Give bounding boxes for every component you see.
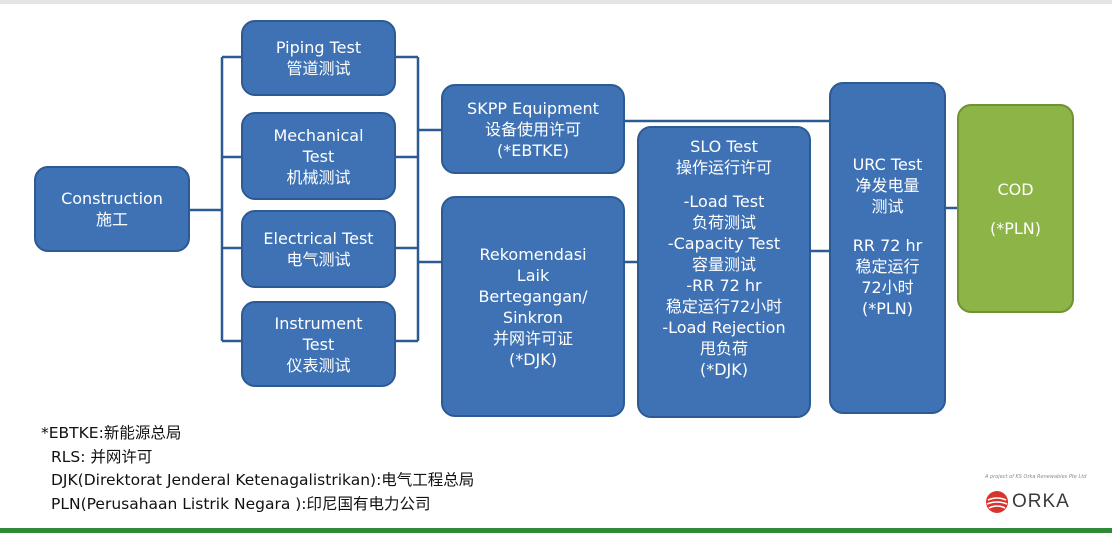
rekomendasi-line-2: Laik <box>516 265 550 285</box>
slo-item-load-test-zh: 负荷测试 <box>691 213 756 232</box>
urc-title-zh-2: 测试 <box>871 197 904 216</box>
brand-name: ORKA <box>1012 491 1070 512</box>
skpp-equipment-node: SKPP Equipment 设备使用许可 (*EBTKE) <box>441 84 625 174</box>
piping-test-label-zh: 管道测试 <box>286 59 351 78</box>
top-divider <box>0 0 1112 4</box>
cod-node: COD (*PLN) <box>957 104 1074 313</box>
footer-bar <box>0 528 1112 533</box>
rekomendasi-node: Rekomendasi Laik Bertegangan/ Sinkron 并网… <box>441 196 625 417</box>
orka-logo-icon <box>986 491 1008 513</box>
rekomendasi-label-zh: 并网许可证 <box>492 328 573 348</box>
rekomendasi-line-4: Sinkron <box>502 307 564 327</box>
legend-rls: RLS: 并网许可 <box>51 447 153 466</box>
instrument-test-label-2: Test <box>302 334 335 354</box>
skpp-label-zh: 设备使用许可 <box>484 119 581 139</box>
slo-test-node: SLO Test 操作运行许可 -Load Test 负荷测试 -Capacit… <box>637 126 811 418</box>
cod-label: COD <box>997 179 1034 199</box>
slo-item-capacity-test: -Capacity Test <box>667 234 781 253</box>
instrument-test-label-zh: 仪表测试 <box>286 355 351 375</box>
cod-authority: (*PLN) <box>989 218 1041 238</box>
urc-item-rr72-zh-1: 稳定运行 <box>855 257 920 276</box>
construction-node: Construction 施工 <box>34 166 190 252</box>
mechanical-test-label-2: Test <box>302 146 335 166</box>
mechanical-test-label-1: Mechanical <box>273 125 364 145</box>
urc-item-rr72-zh-2: 72小时 <box>861 278 914 297</box>
slo-item-load-rejection: -Load Rejection <box>662 318 786 337</box>
instrument-test-node: Instrument Test 仪表测试 <box>241 301 396 387</box>
skpp-label-en: SKPP Equipment <box>467 98 599 118</box>
legend-djk: DJK(Direktorat Jenderal Ketenagalistrika… <box>51 471 475 489</box>
slo-item-capacity-test-zh: 容量测试 <box>691 255 756 274</box>
slo-item-load-rejection-zh: 甩负荷 <box>699 339 748 358</box>
urc-title: URC Test <box>852 155 923 174</box>
urc-title-zh-1: 净发电量 <box>855 176 920 195</box>
slo-authority: (*DJK) <box>699 360 748 379</box>
slo-item-rr72: -RR 72 hr <box>686 276 762 295</box>
slo-title-zh: 操作运行许可 <box>675 158 772 177</box>
rekomendasi-line-3: Bertegangan/ <box>478 286 588 306</box>
urc-test-node: URC Test 净发电量 测试 RR 72 hr 稳定运行 72小时 (*PL… <box>829 82 946 414</box>
piping-test-label-en: Piping Test <box>275 38 362 57</box>
mechanical-test-node: Mechanical Test 机械测试 <box>241 112 396 200</box>
slo-item-load-test: -Load Test <box>683 192 765 211</box>
urc-authority: (*PLN) <box>861 299 913 318</box>
construction-label-en: Construction <box>61 189 163 208</box>
legend-ebtke: *EBTKE:新能源总局 <box>41 424 182 442</box>
electrical-test-label-zh: 电气测试 <box>286 250 351 269</box>
electrical-test-label-en: Electrical Test <box>263 229 374 248</box>
slo-title: SLO Test <box>690 137 758 156</box>
orka-logo: ORKA <box>985 490 1070 514</box>
rekomendasi-authority: (*DJK) <box>508 349 557 369</box>
piping-test-node: Piping Test 管道测试 <box>241 20 396 96</box>
skpp-authority: (*EBTKE) <box>497 140 569 160</box>
legend-pln: PLN(Perusahaan Listrik Negara ):印尼国有电力公司 <box>51 494 431 513</box>
slo-item-rr72-zh: 稳定运行72小时 <box>665 297 783 316</box>
construction-label-zh: 施工 <box>95 210 128 229</box>
urc-item-rr72: RR 72 hr <box>852 236 923 255</box>
electrical-test-node: Electrical Test 电气测试 <box>241 210 396 288</box>
abbreviation-legend: *EBTKE:新能源总局 RLS: 并网许可 DJK(Direktorat Je… <box>41 422 474 516</box>
instrument-test-label-1: Instrument <box>274 313 363 333</box>
mechanical-test-label-zh: 机械测试 <box>286 167 351 187</box>
rekomendasi-line-1: Rekomendasi <box>479 244 587 264</box>
brand-tagline: A project of KS Orka Renewables Pte Ltd <box>985 474 1087 480</box>
